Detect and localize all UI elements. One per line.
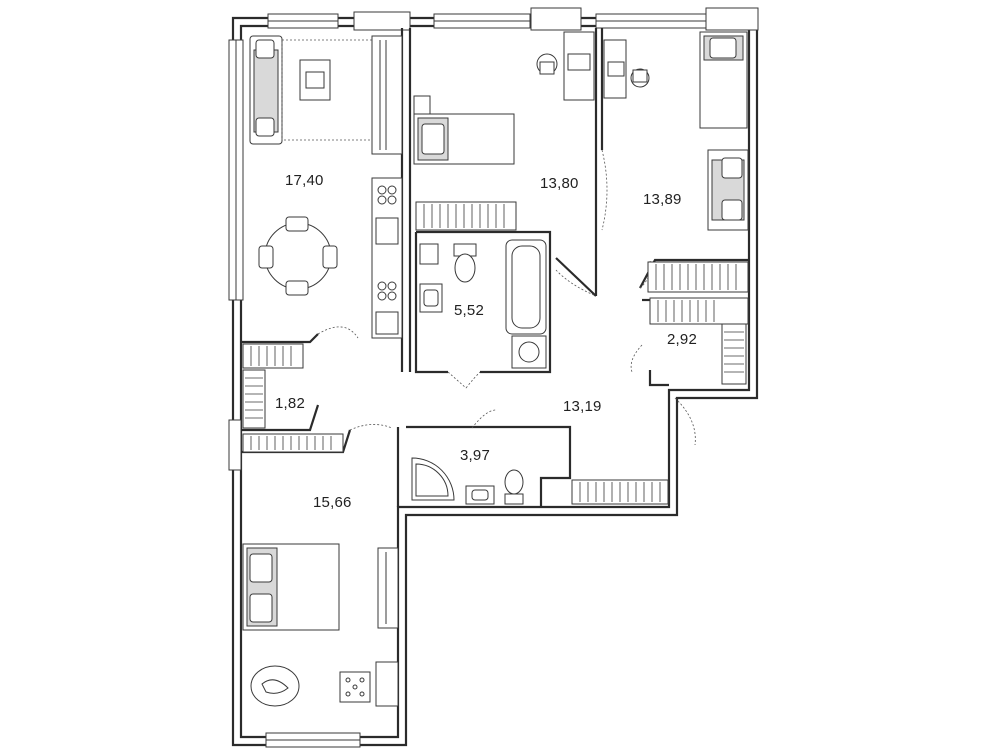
area-storage-west: 1,82 — [275, 395, 305, 412]
area-hallway: 13,19 — [563, 398, 602, 415]
area-living-kitchen: 17,40 — [285, 172, 324, 189]
windows — [228, 7, 759, 748]
bedroom-south-furniture — [242, 543, 399, 707]
bathroom-fixtures — [419, 239, 547, 369]
wardrobe-east-shelves — [649, 297, 749, 385]
area-bathroom: 5,52 — [454, 302, 484, 319]
living-room-furniture — [249, 35, 403, 339]
area-bedroom-north: 13,80 — [540, 175, 579, 192]
bedroom-east-furniture — [603, 31, 749, 293]
area-toilet: 3,97 — [460, 447, 490, 464]
area-bedroom-south: 15,66 — [313, 494, 352, 511]
bedroom-north-furniture — [413, 31, 595, 231]
storage-west-shelves — [242, 343, 344, 453]
area-wardrobe-east: 2,92 — [667, 331, 697, 348]
area-bedroom-east: 13,89 — [643, 191, 682, 208]
door-swings — [317, 149, 696, 446]
toilet-fixtures — [411, 457, 669, 505]
